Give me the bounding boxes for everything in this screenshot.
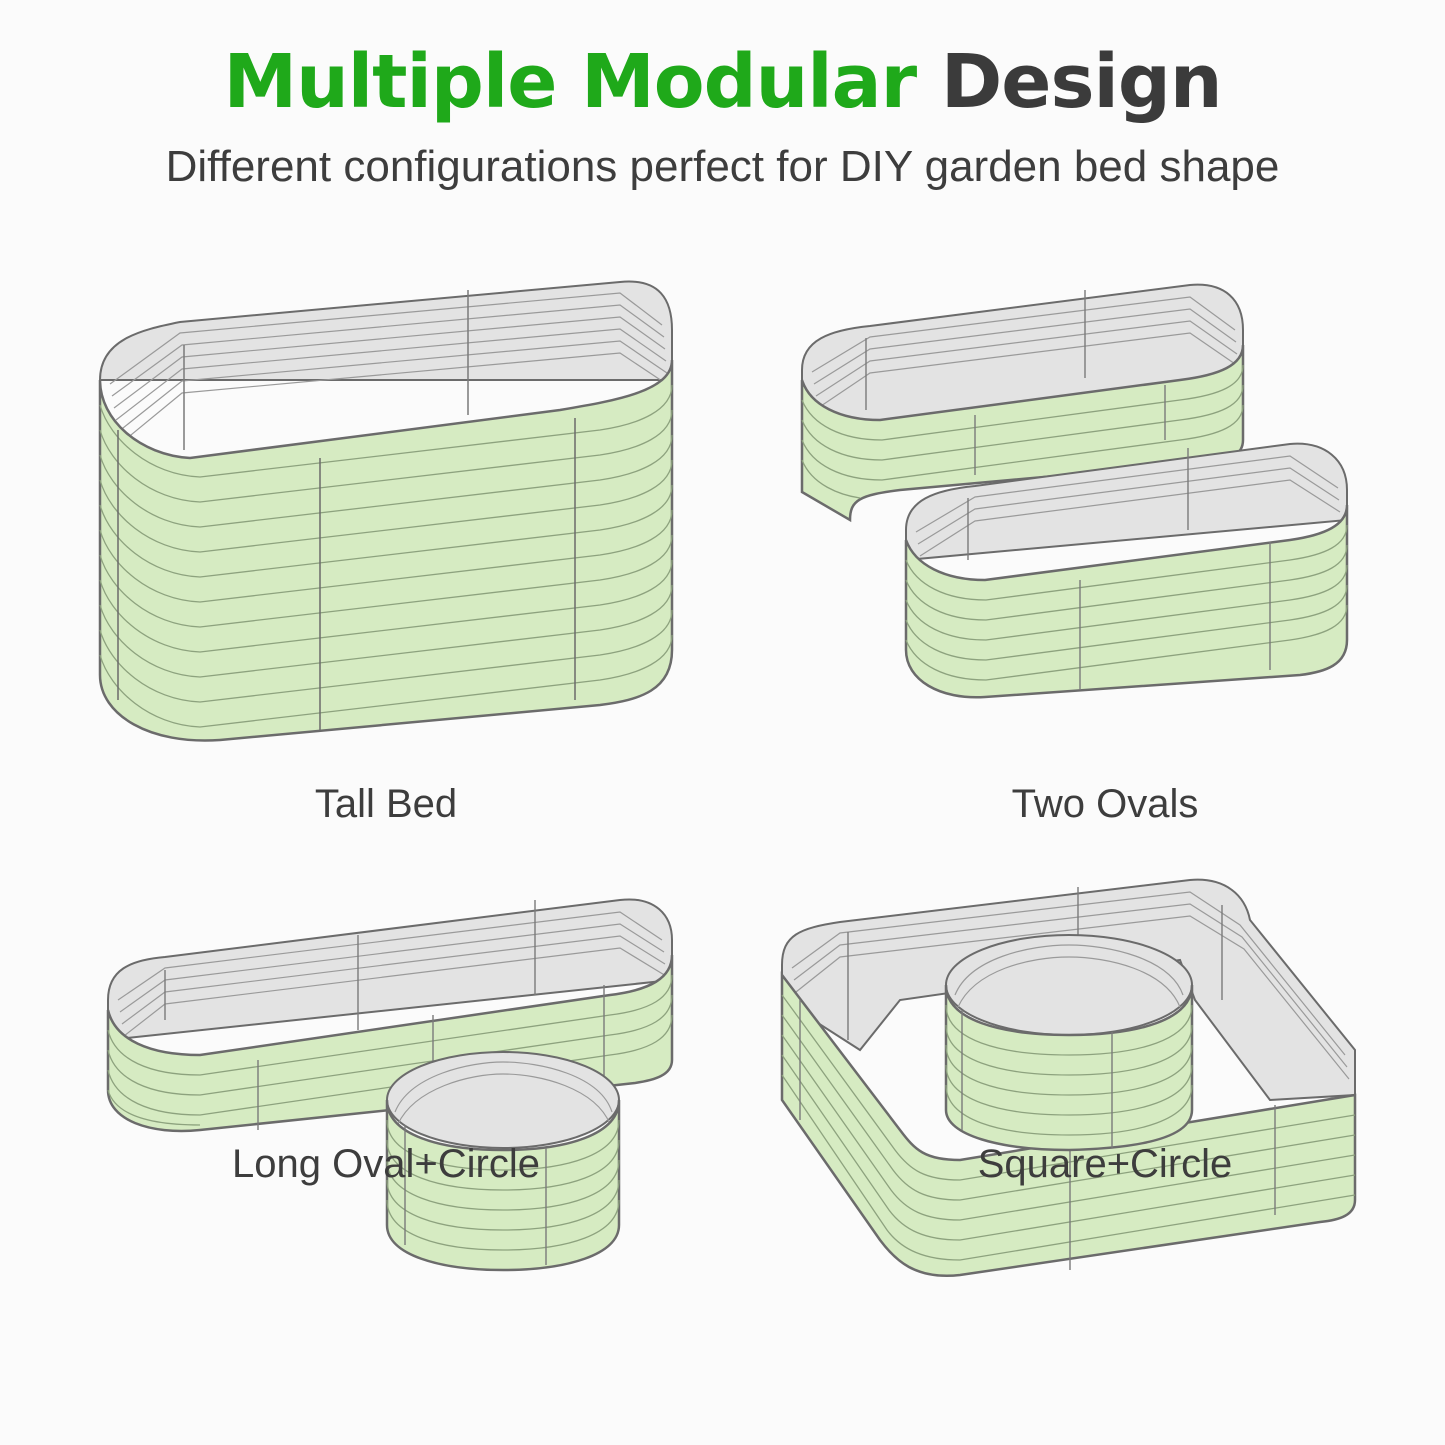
label-long-oval-circle: Long Oval+Circle <box>232 1142 540 1186</box>
long-oval-circle-illustration <box>106 898 674 1272</box>
page-subtitle: Different configurations perfect for DIY… <box>165 142 1280 191</box>
label-two-ovals: Two Ovals <box>1011 782 1199 826</box>
page-title: Multiple Modular Design <box>0 40 1445 124</box>
title-highlight: Multiple Modular <box>223 39 917 125</box>
two-ovals-illustration <box>800 283 1349 699</box>
square-circle-illustration <box>780 878 1357 1278</box>
tall-bed-illustration <box>98 280 674 742</box>
label-square-circle: Square+Circle <box>977 1142 1233 1186</box>
title-rest: Design <box>940 39 1223 125</box>
label-tall-bed: Tall Bed <box>314 782 458 826</box>
